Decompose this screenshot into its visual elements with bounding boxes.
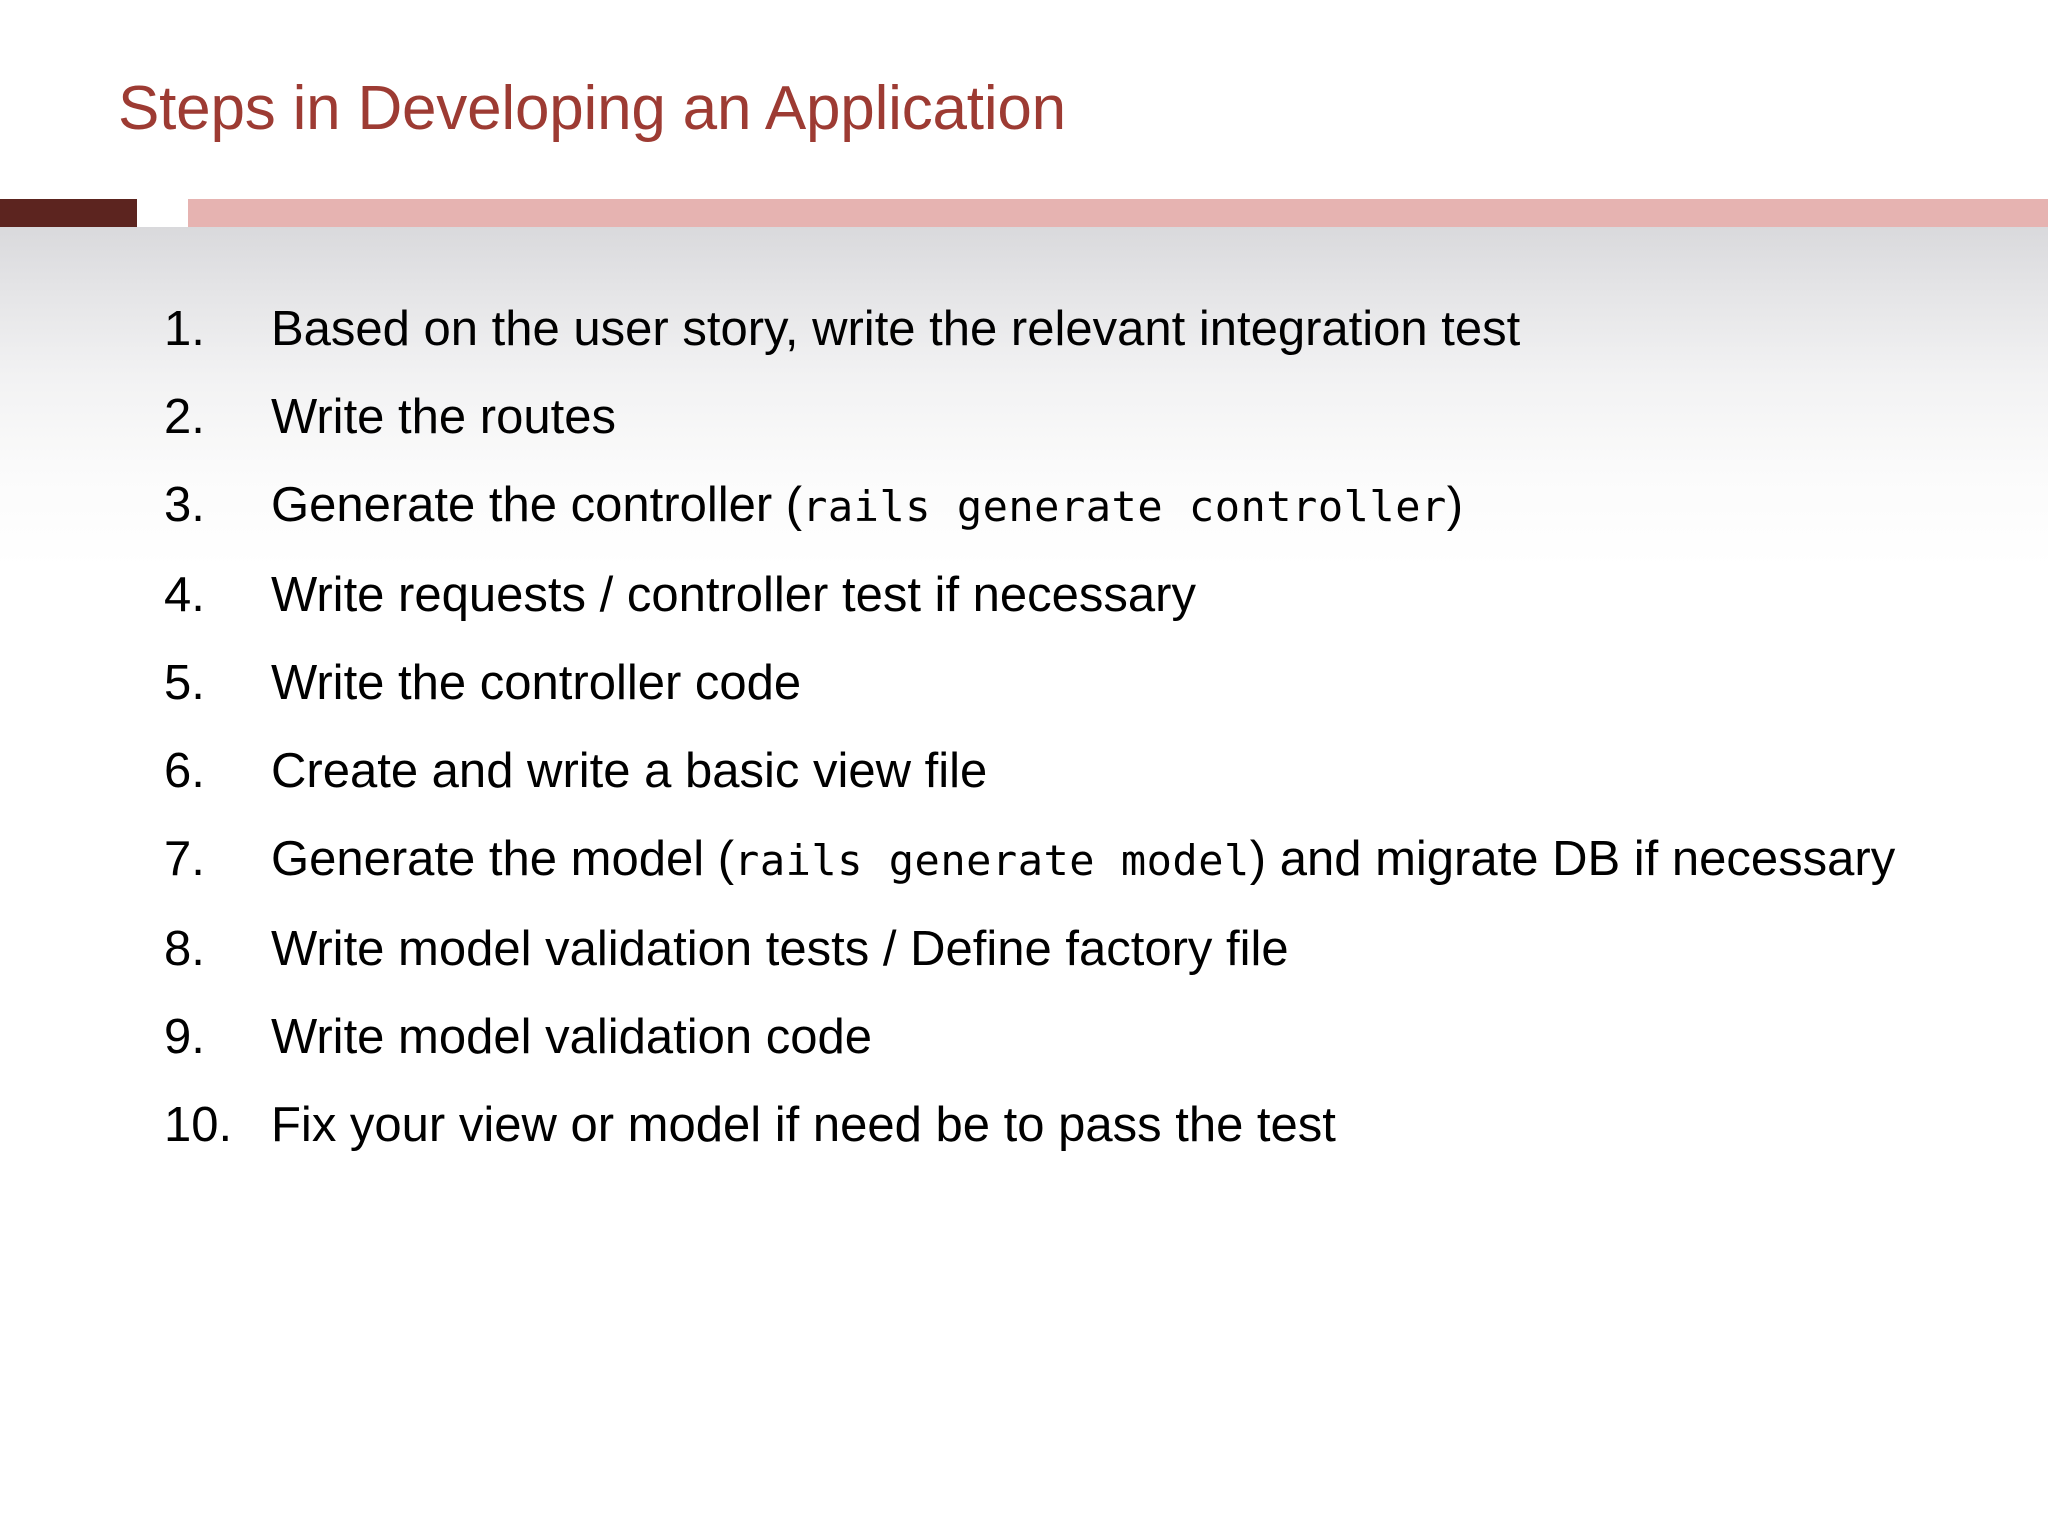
step-text: Write requests / controller test if nece… — [271, 564, 2031, 626]
step-number: 2. — [164, 390, 205, 444]
step-text: Create and write a basic view file — [271, 740, 2031, 802]
list-item: 4. Write requests / controller test if ne… — [40, 564, 2048, 626]
accent-bar — [0, 199, 2048, 227]
step-text: Generate the controller (rails generate … — [271, 474, 2031, 538]
accent-block-light — [188, 199, 2048, 227]
step-text-fragment: Write model validation code — [271, 1010, 873, 1064]
step-text: Fix your view or model if need be to pas… — [271, 1094, 2031, 1156]
list-item: 7. Generate the model (rails generate mod… — [40, 828, 2048, 892]
step-text-fragment: Write requests / controller test if nece… — [271, 568, 1196, 622]
step-text: Based on the user story, write the relev… — [271, 298, 2031, 360]
inline-code: rails generate model — [734, 836, 1250, 885]
list-item: 1. Based on the user story, write the rel… — [40, 298, 2048, 360]
list-item: 3. Generate the controller (rails generat… — [40, 474, 2048, 538]
title-region: Steps in Developing an Application — [0, 0, 2048, 198]
step-text-fragment: Generate the controller ( — [271, 478, 803, 532]
step-text-fragment: Generate the model ( — [271, 832, 735, 886]
step-text: Write the controller code — [271, 652, 2031, 714]
accent-block-dark — [0, 199, 137, 227]
step-number: 4. — [164, 568, 205, 622]
step-number: 8. — [164, 922, 205, 976]
list-item: 2. Write the routes — [40, 386, 2048, 448]
step-text-fragment: Write model validation tests / Define fa… — [271, 922, 1289, 976]
list-item: 9. Write model validation code — [40, 1006, 2048, 1068]
step-text-fragment: Create and write a basic view file — [271, 744, 988, 798]
steps-list: 1. Based on the user story, write the rel… — [0, 298, 2048, 1182]
step-number: 7. — [164, 832, 205, 886]
step-number: 6. — [164, 744, 205, 798]
step-text-fragment: Fix your view or model if need be to pas… — [271, 1098, 1336, 1152]
list-item: 6. Create and write a basic view file — [40, 740, 2048, 802]
step-number: 3. — [164, 478, 205, 532]
list-item: 5. Write the controller code — [40, 652, 2048, 714]
step-number: 5. — [164, 656, 205, 710]
list-item: 10. Fix your view or model if need be to … — [40, 1094, 2048, 1156]
step-text: Write model validation code — [271, 1006, 2031, 1068]
step-text-fragment: Based on the user story, write the relev… — [271, 302, 1521, 356]
step-text-fragment: Write the routes — [271, 390, 616, 444]
step-text: Write model validation tests / Define fa… — [271, 918, 2031, 980]
step-text-fragment: ) and migrate DB if necessary — [1249, 832, 1896, 886]
inline-code: rails generate controller — [802, 482, 1447, 531]
step-number: 9. — [164, 1010, 205, 1064]
step-text-fragment: Write the controller code — [271, 656, 802, 710]
content-region: 1. Based on the user story, write the rel… — [0, 227, 2048, 1536]
step-text: Write the routes — [271, 386, 2031, 448]
step-number: 10. — [164, 1098, 233, 1152]
page-title: Steps in Developing an Application — [118, 74, 1066, 143]
step-number: 1. — [164, 302, 205, 356]
list-item: 8. Write model validation tests / Define … — [40, 918, 2048, 980]
accent-gap — [137, 199, 188, 227]
step-text-fragment: ) — [1446, 478, 1464, 532]
step-text: Generate the model (rails generate model… — [271, 828, 2031, 892]
